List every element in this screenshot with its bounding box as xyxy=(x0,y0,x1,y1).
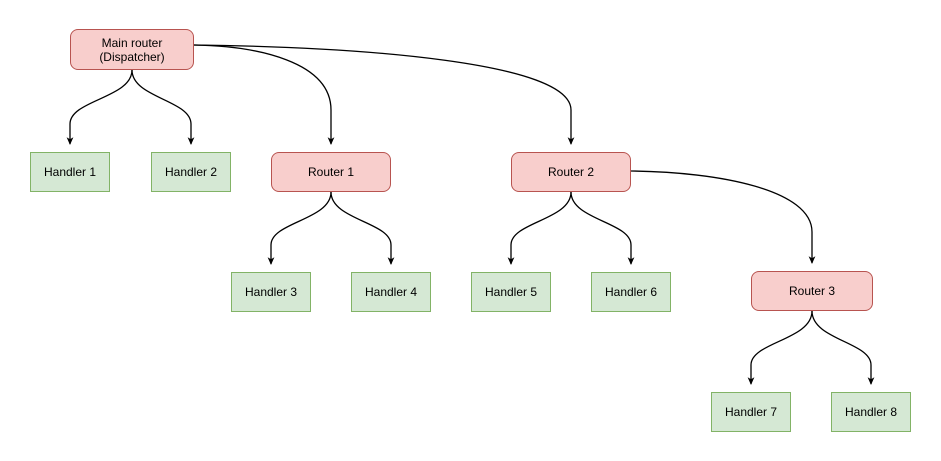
node-handler-6[interactable]: Handler 6 xyxy=(591,272,671,312)
node-router-2-label: Router 2 xyxy=(547,165,595,179)
edge-router-3-to-handler-8 xyxy=(811,310,875,386)
node-handler-3[interactable]: Handler 3 xyxy=(231,272,311,312)
node-handler-8[interactable]: Handler 8 xyxy=(831,392,911,432)
node-handler-4-label: Handler 4 xyxy=(364,285,418,299)
edge-router-2-to-handler-5 xyxy=(507,191,572,266)
edge-router-1-to-handler-4 xyxy=(330,191,395,266)
edge-main-to-router-1 xyxy=(193,44,335,146)
edge-router-3-to-handler-7 xyxy=(747,310,813,386)
edge-router-2-to-router-3 xyxy=(630,170,816,265)
node-router-1-label: Router 1 xyxy=(307,165,355,179)
node-handler-7-label: Handler 7 xyxy=(724,405,778,419)
node-handler-2[interactable]: Handler 2 xyxy=(151,152,231,192)
node-handler-8-label: Handler 8 xyxy=(844,405,898,419)
node-handler-6-label: Handler 6 xyxy=(604,285,658,299)
node-router-3[interactable]: Router 3 xyxy=(751,271,873,311)
edge-router-2-to-handler-6 xyxy=(570,191,635,266)
node-handler-1[interactable]: Handler 1 xyxy=(30,152,110,192)
node-handler-7[interactable]: Handler 7 xyxy=(711,392,791,432)
node-handler-5-label: Handler 5 xyxy=(484,285,538,299)
node-handler-2-label: Handler 2 xyxy=(164,165,218,179)
edge-main-to-handler-1 xyxy=(66,69,133,146)
node-router-1[interactable]: Router 1 xyxy=(271,152,391,192)
edge-main-to-router-2 xyxy=(193,44,575,146)
edge-main-to-handler-2 xyxy=(131,69,195,146)
node-handler-5[interactable]: Handler 5 xyxy=(471,272,551,312)
node-handler-1-label: Handler 1 xyxy=(43,165,97,179)
node-main-router[interactable]: Main router (Dispatcher) xyxy=(70,29,194,70)
node-router-3-label: Router 3 xyxy=(788,284,836,298)
edge-router-1-to-handler-3 xyxy=(267,191,332,266)
node-router-2[interactable]: Router 2 xyxy=(511,152,631,192)
node-main-router-label: Main router (Dispatcher) xyxy=(99,35,165,64)
node-handler-4[interactable]: Handler 4 xyxy=(351,272,431,312)
node-handler-3-label: Handler 3 xyxy=(244,285,298,299)
